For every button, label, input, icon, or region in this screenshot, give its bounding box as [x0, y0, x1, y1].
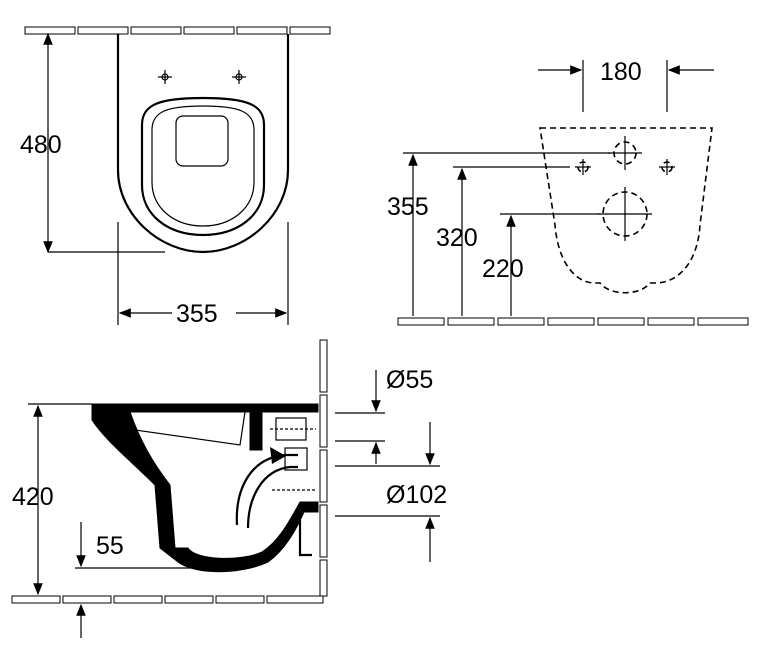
front-mount-left: [575, 159, 591, 175]
top-width-label: 355: [176, 300, 218, 328]
front-pan-outline: [539, 127, 713, 294]
side-pipe-small-label: Ø55: [386, 366, 433, 394]
top-seat-inner: [151, 105, 255, 227]
top-view: 480 355: [20, 26, 331, 328]
top-seat-outer: [140, 96, 266, 237]
side-bowl-inner: [129, 411, 246, 446]
front-height-a-label: 355: [387, 193, 429, 221]
front-view: 180 355 320 220: [387, 58, 749, 326]
front-spacing-label: 180: [600, 58, 642, 86]
top-wall-tiles: [24, 26, 331, 35]
front-water-inlet: [608, 136, 642, 170]
front-height-c-label: 220: [482, 255, 524, 283]
top-bowl-outline: [116, 34, 290, 254]
side-pipe-large-label: Ø102: [386, 481, 447, 509]
front-floor-tiles: [397, 317, 749, 326]
top-mounting-cross-right: [232, 70, 246, 84]
side-outlet-connector: [284, 447, 308, 471]
side-floor-tiles: [11, 595, 324, 604]
side-height-label: 420: [12, 483, 54, 511]
front-waste-outlet: [598, 187, 652, 241]
side-view: Ø55 Ø102 420 55: [11, 339, 447, 638]
top-lid-cutout: [175, 115, 229, 167]
top-mounting-cross-left: [158, 70, 172, 84]
front-height-b-label: 320: [436, 224, 478, 252]
top-height-label: 480: [20, 131, 62, 159]
front-mount-right: [659, 159, 675, 175]
side-wall-tiles: [319, 339, 328, 597]
side-bowl-section: [91, 403, 319, 573]
side-floor-label: 55: [96, 532, 124, 560]
